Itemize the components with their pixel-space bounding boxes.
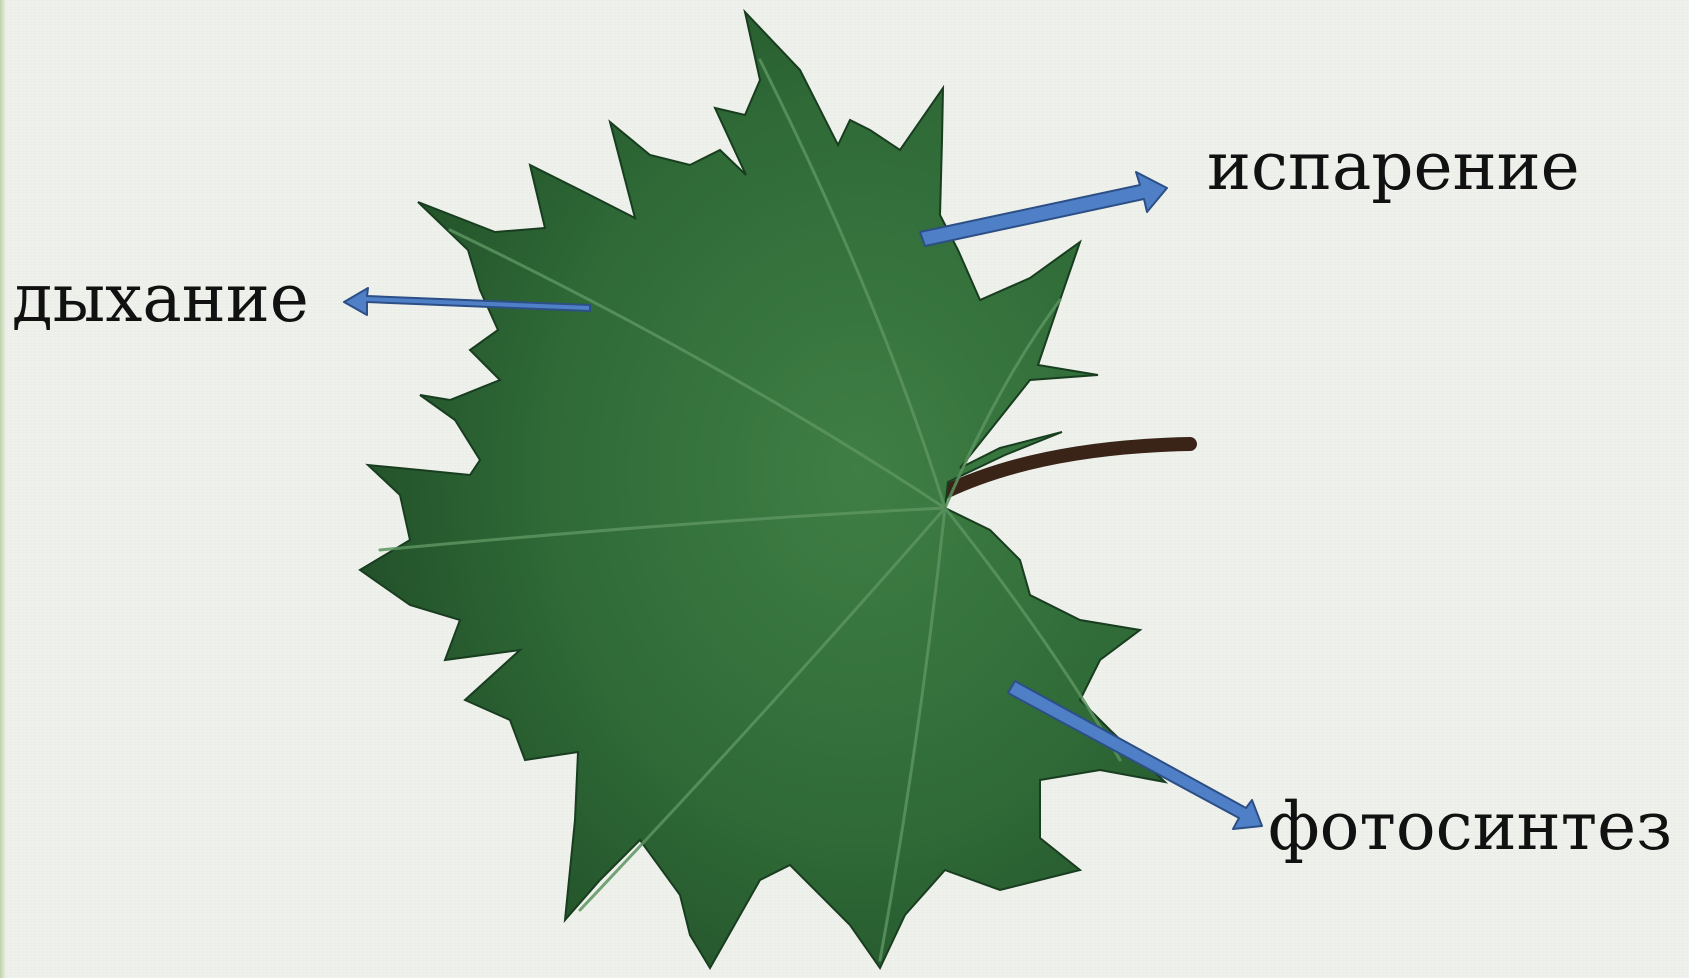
label-respiration: дыхание xyxy=(12,266,309,332)
label-evaporation: испарение xyxy=(1207,134,1580,200)
maple-leaf-icon xyxy=(360,12,1165,968)
arrow-evaporation xyxy=(920,172,1167,246)
label-photosynthesis: фотосинтез xyxy=(1268,794,1672,860)
leaf-stem xyxy=(945,444,1190,492)
